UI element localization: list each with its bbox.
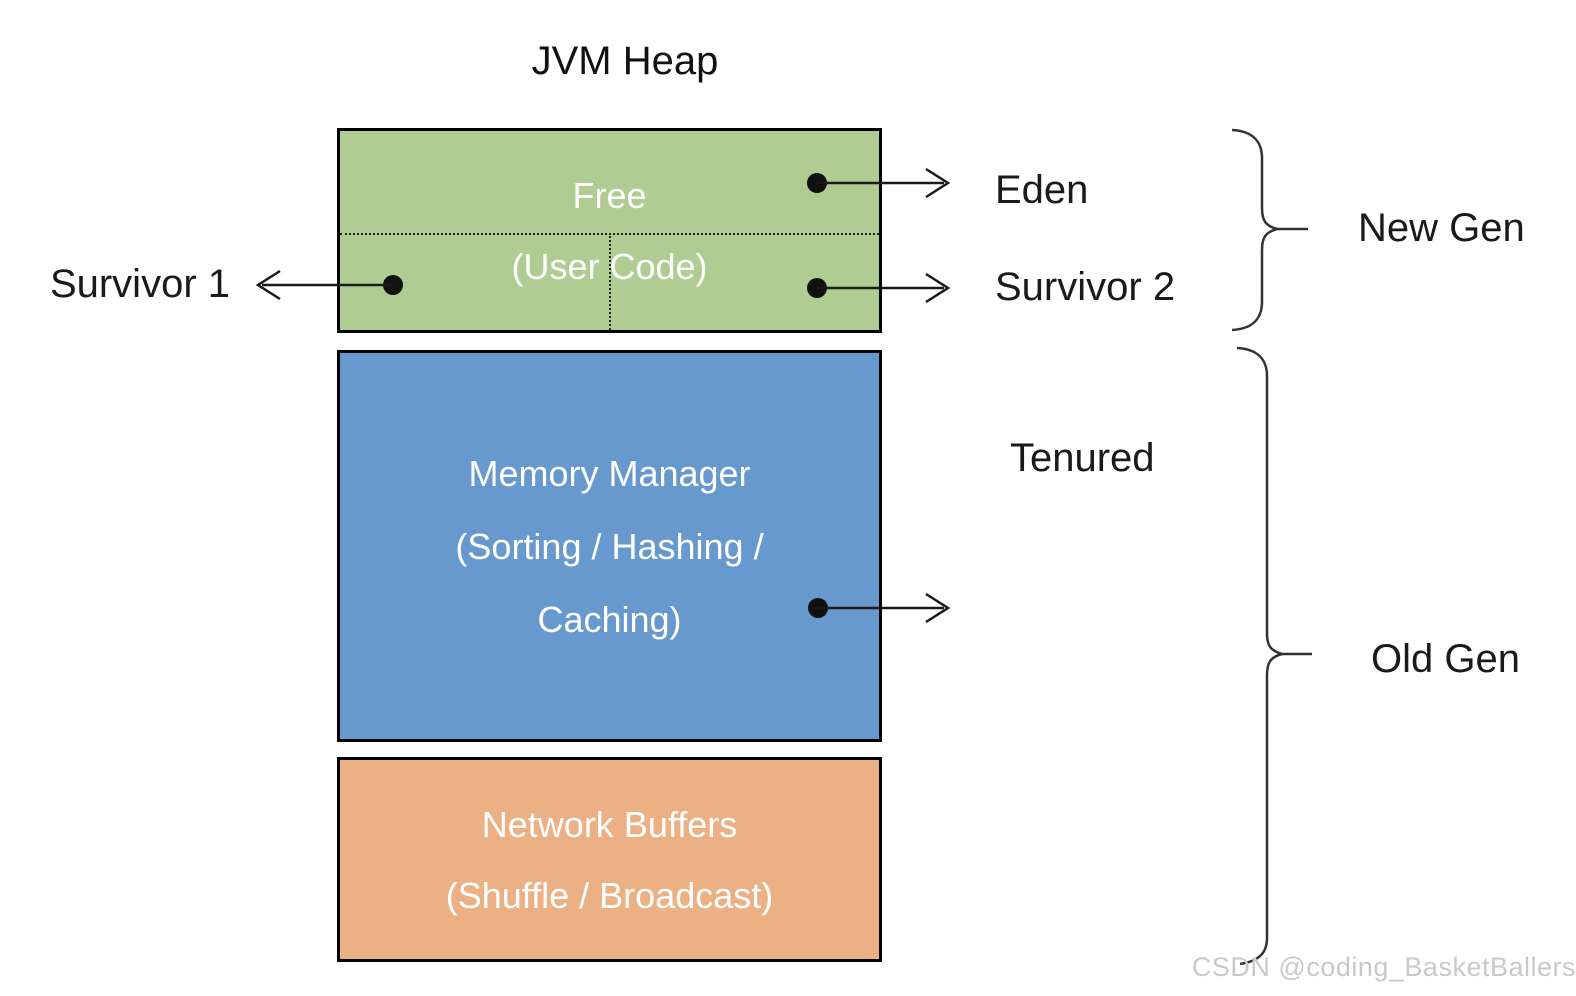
heap-free-box: Free (User Code) (337, 128, 882, 333)
heap-user-code-label: (User Code) (511, 246, 708, 287)
memory-manager-line3: Caching) (537, 598, 682, 640)
heap-free-label: Free (572, 175, 647, 216)
old-gen-brace (1236, 346, 1312, 966)
diagram-title: JVM Heap (531, 39, 719, 83)
memory-manager-line2: (Sorting / Hashing / (455, 525, 764, 567)
label-tenured: Tenured (1010, 436, 1155, 480)
label-old-gen: Old Gen (1371, 637, 1520, 681)
label-eden: Eden (995, 168, 1089, 212)
watermark: CSDN @coding_BasketBallers (1191, 952, 1576, 982)
network-buffers-line2: (Shuffle / Broadcast) (445, 874, 774, 916)
heap-dotted-divider-vertical (608, 233, 611, 330)
label-survivor-2: Survivor 2 (995, 265, 1176, 309)
network-buffers-line1: Network Buffers (481, 803, 738, 845)
label-new-gen: New Gen (1358, 206, 1525, 250)
new-gen-brace (1231, 128, 1308, 332)
memory-manager-line1: Memory Manager (468, 452, 751, 494)
label-survivor-1: Survivor 1 (49, 262, 230, 306)
network-buffers-box: Network Buffers (Shuffle / Broadcast) (337, 757, 882, 962)
memory-manager-box: Memory Manager (Sorting / Hashing / Cach… (337, 350, 882, 742)
